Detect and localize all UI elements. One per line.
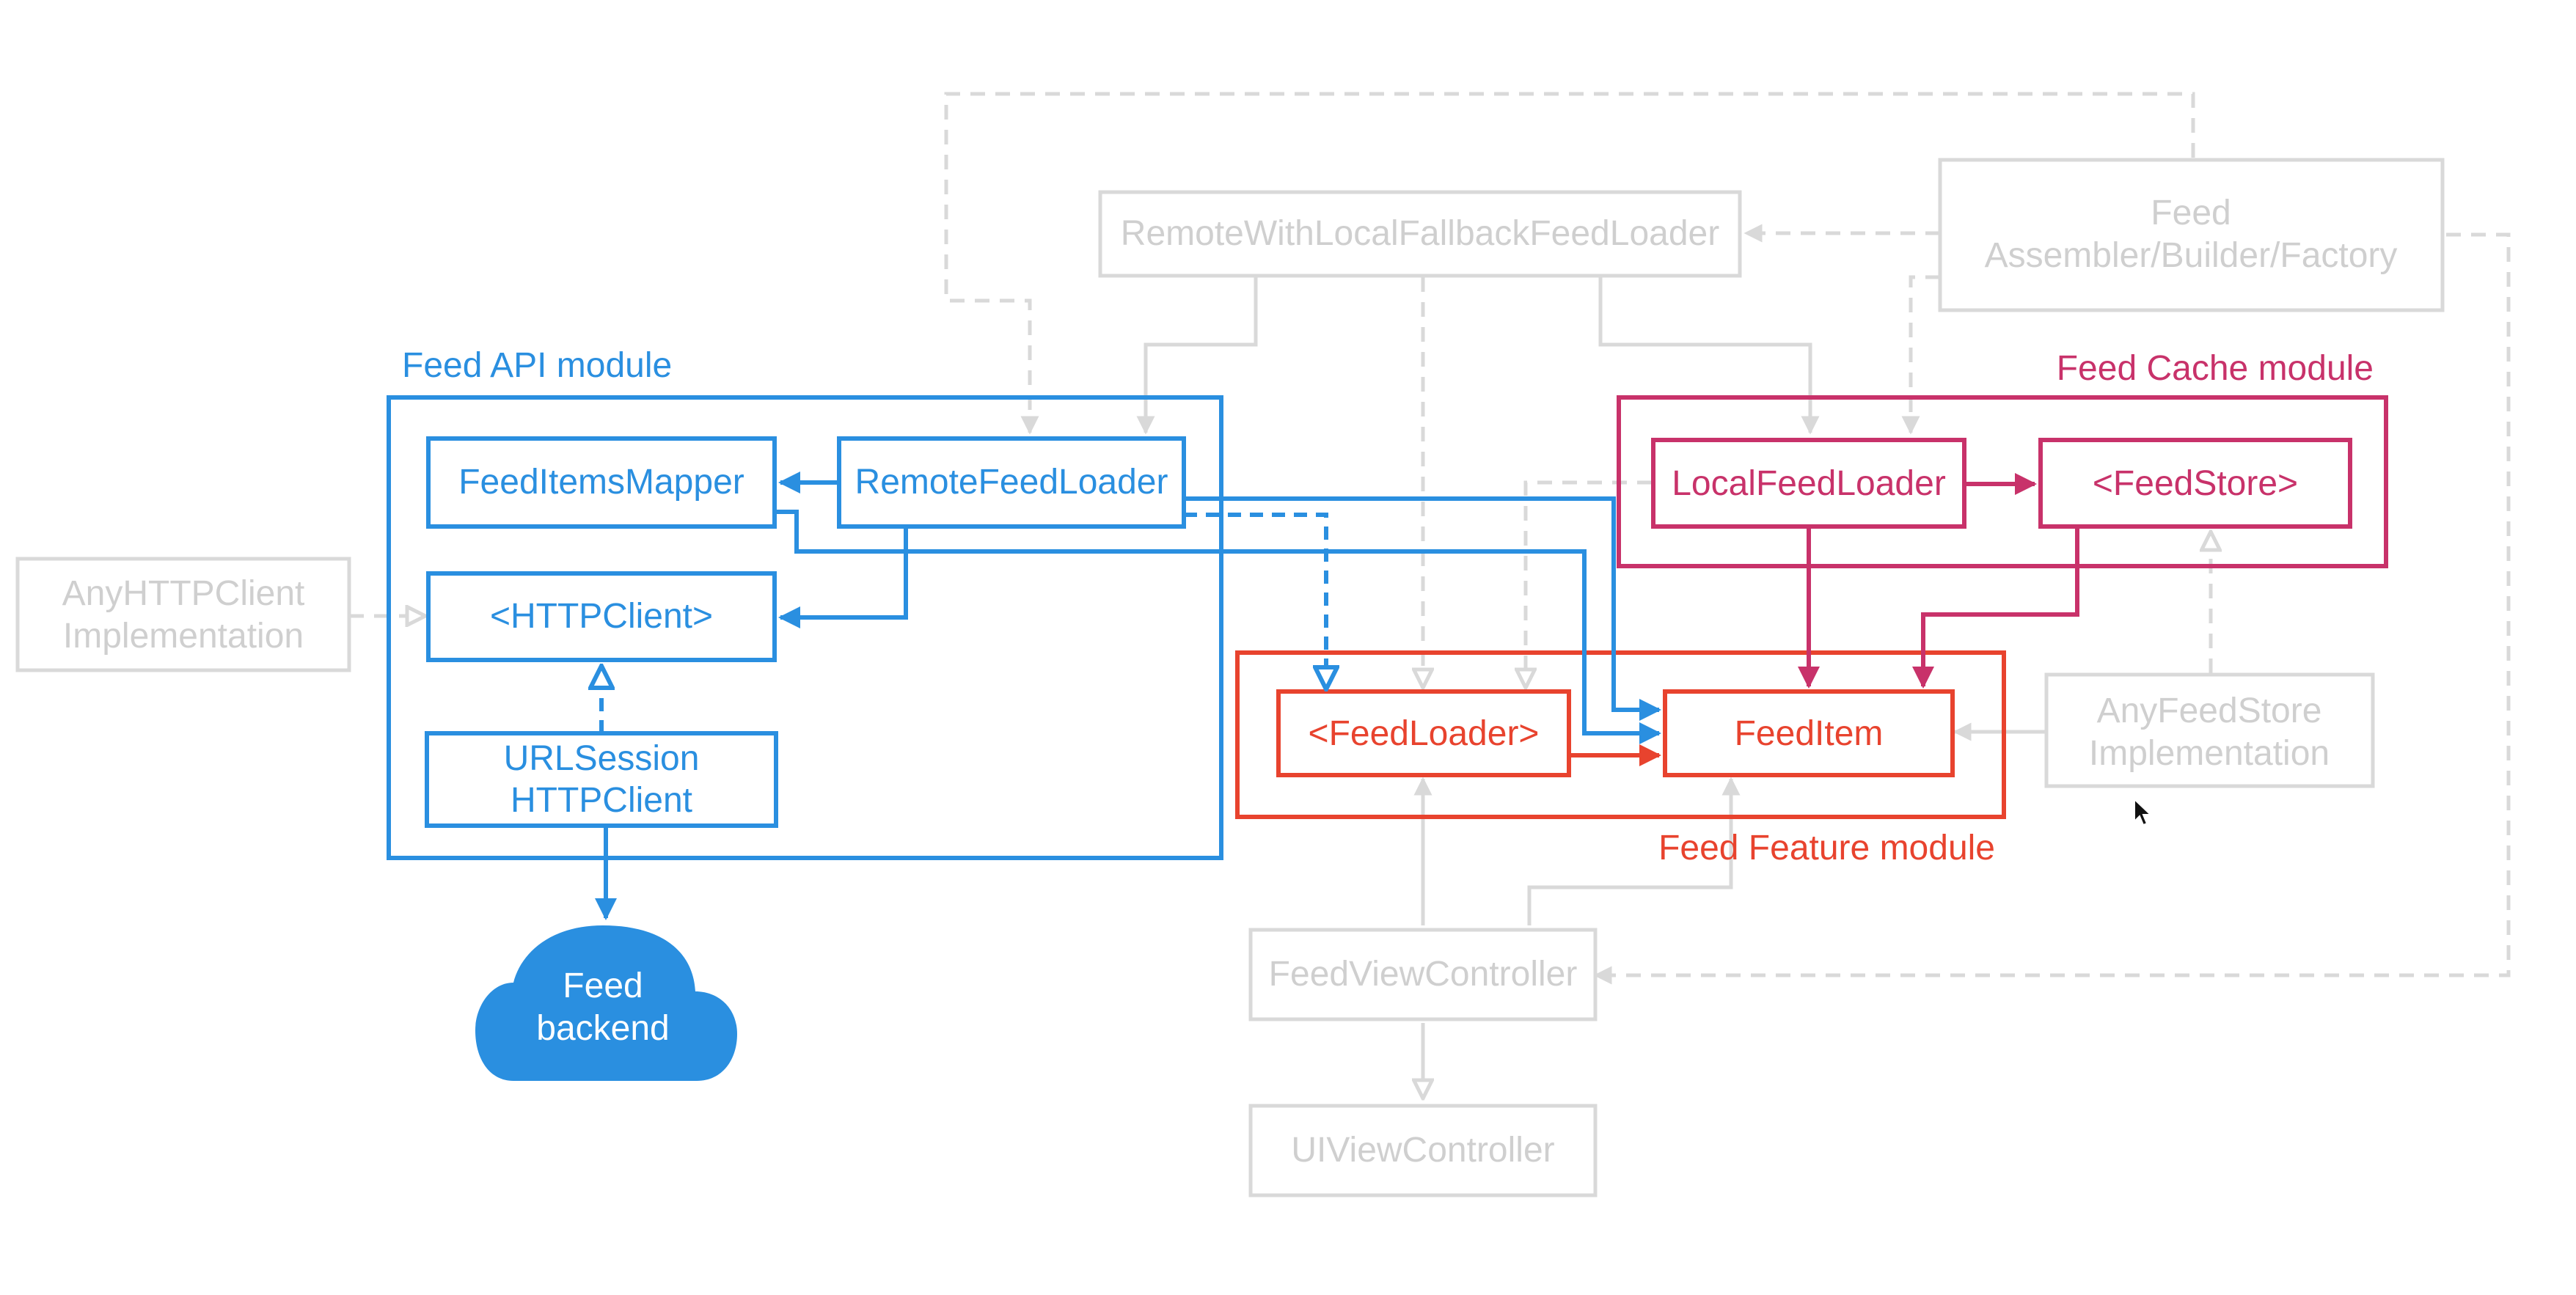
feed-api-module: Feed API module bbox=[387, 346, 1223, 860]
feed-feature-module: Feed Feature module bbox=[1235, 650, 2006, 867]
assembler-label-line1: Feed bbox=[2151, 194, 2231, 232]
feed-api-module-frame bbox=[387, 395, 1223, 860]
http-client-label: <HTTPClient> bbox=[490, 597, 713, 636]
local-feed-loader-label: LocalFeedLoader bbox=[1672, 464, 1946, 503]
feed-backend-label-line2: backend bbox=[536, 1009, 669, 1048]
feed-backend-label-line1: Feed bbox=[563, 966, 643, 1005]
assembler-label-line2: Assembler/Builder/Factory bbox=[1985, 236, 2398, 275]
remote-loader-implements-feed-loader-line bbox=[1184, 513, 1326, 689]
inactive-connectors bbox=[349, 92, 2511, 1098]
feed-feature-module-frame bbox=[1235, 650, 2006, 819]
ui-view-controller-label: UIViewController bbox=[1291, 1131, 1554, 1170]
feed-store-label: <FeedStore> bbox=[2093, 464, 2298, 503]
feed-loader-label: <FeedLoader> bbox=[1309, 714, 1540, 753]
feed-store-node: <FeedStore> bbox=[2038, 438, 2352, 529]
feed-loader-node: <FeedLoader> bbox=[1276, 689, 1571, 777]
urlsession-http-client-node: URLSession HTTPClient bbox=[425, 731, 778, 828]
fallback-loader-label: RemoteWithLocalFallbackFeedLoader bbox=[1121, 214, 1719, 253]
feed-view-controller-label: FeedViewController bbox=[1269, 955, 1578, 994]
feed-view-controller-node: FeedViewController bbox=[1248, 928, 1598, 1021]
any-feed-store-label-line1: AnyFeedStore bbox=[2097, 691, 2322, 730]
fallback-loader-node: RemoteWithLocalFallbackFeedLoader bbox=[1098, 190, 1742, 278]
feed-cache-module: Feed Cache module bbox=[1617, 349, 2388, 568]
remote-loader-to-http-client-line bbox=[778, 527, 908, 628]
feed-cache-module-title: Feed Cache module bbox=[2057, 349, 2374, 388]
any-feed-store-label-line2: Implementation bbox=[2089, 734, 2330, 773]
assembler-node: Feed Assembler/Builder/Factory bbox=[1938, 158, 2445, 312]
feed-items-mapper-label: FeedItemsMapper bbox=[458, 463, 744, 502]
feed-feature-module-title: Feed Feature module bbox=[1658, 829, 1995, 867]
assembler-to-local-feed-loader-line bbox=[1901, 275, 1940, 435]
cache-connectors bbox=[1798, 473, 2079, 689]
api-connectors bbox=[601, 472, 1661, 920]
feed-view-controller-to-feed-item-line bbox=[1527, 777, 1741, 925]
any-http-client-label-line1: AnyHTTPClient bbox=[62, 574, 305, 613]
ui-view-controller-node: UIViewController bbox=[1248, 1104, 1598, 1197]
remote-feed-loader-label: RemoteFeedLoader bbox=[855, 463, 1168, 502]
mouse-cursor-icon bbox=[2134, 798, 2153, 826]
any-http-client-label-line2: Implementation bbox=[63, 617, 304, 656]
assembler-to-feed-view-controller-line bbox=[1593, 232, 2511, 985]
fallback-to-remote-feed-loader-line bbox=[1136, 277, 1258, 435]
remote-loader-to-feed-item-line bbox=[1184, 496, 1661, 721]
urlsession-label-line1: URLSession bbox=[504, 739, 700, 778]
feed-api-module-title: Feed API module bbox=[402, 346, 672, 385]
http-client-node: <HTTPClient> bbox=[426, 571, 777, 662]
urlsession-label-line2: HTTPClient bbox=[511, 781, 692, 820]
remote-feed-loader-node: RemoteFeedLoader bbox=[837, 436, 1186, 529]
mapper-to-feed-item-line bbox=[775, 510, 1661, 744]
feed-backend-cloud: Feed backend bbox=[475, 925, 737, 1081]
fallback-to-local-feed-loader-line bbox=[1598, 277, 1820, 435]
feed-cache-module-frame bbox=[1617, 395, 2388, 568]
feed-store-to-feed-item-line bbox=[1912, 527, 2079, 689]
local-feed-loader-node: LocalFeedLoader bbox=[1651, 438, 1966, 529]
any-feed-store-node: AnyFeedStore Implementation bbox=[2044, 672, 2375, 788]
feed-items-mapper-node: FeedItemsMapper bbox=[426, 436, 777, 529]
feed-item-label: FeedItem bbox=[1735, 714, 1884, 753]
any-http-client-node: AnyHTTPClient Implementation bbox=[15, 557, 351, 672]
local-implements-feed-loader-line bbox=[1526, 480, 1652, 688]
feed-item-node: FeedItem bbox=[1663, 689, 1955, 777]
assembler-to-remote-feed-loader-line bbox=[944, 92, 2195, 435]
